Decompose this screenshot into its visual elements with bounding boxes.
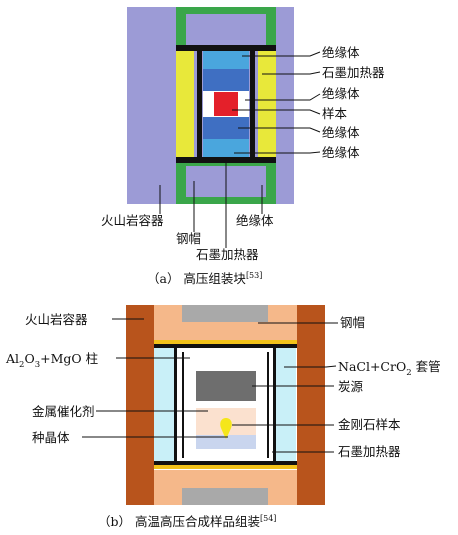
- panel-b: 火山岩容器 钢帽 Al2O3+MgO 柱 NaCl+CrO2 套管 炭源 金属催…: [5, 305, 441, 529]
- label-graphite-heater-2-a: 石墨加热器: [196, 247, 259, 262]
- steel-cap-top-gray-b: [182, 305, 268, 322]
- frame-right-outer-b: [273, 344, 276, 465]
- label-insulator-4-a: 绝缘体: [322, 145, 360, 160]
- heater-strip-bottom-b: [154, 465, 297, 469]
- frame-left-outer-b: [174, 344, 177, 465]
- label-diamond-b: 金刚石样本: [338, 417, 401, 432]
- seed-crystal-b: [196, 435, 256, 449]
- label-sleeve-b: NaCl+CrO2 套管: [338, 359, 441, 378]
- carbon-source-b: [196, 371, 256, 401]
- label-graphite-heater-b: 石墨加热器: [338, 444, 401, 459]
- label-carbon-source-b: 炭源: [338, 379, 364, 394]
- frame-right-a: [250, 45, 255, 163]
- label-insulator-2-a: 绝缘体: [322, 86, 360, 101]
- leader-insulator-3-a: [238, 127, 321, 133]
- pyrophyllite-left-b: [126, 305, 154, 505]
- label-seed-b: 种晶体: [32, 430, 70, 445]
- frame-left-a: [197, 45, 202, 163]
- steel-cap-top-orange-b: [182, 322, 268, 340]
- frame-right-inner-b: [267, 352, 269, 458]
- steel-cap-bottom-gray-b: [182, 488, 268, 505]
- leader-graphite-heater-1-a: [262, 71, 321, 75]
- pyrophyllite-right-b: [297, 305, 325, 505]
- insulator-block-4-a: [203, 139, 249, 158]
- sleeve-left-b: [154, 346, 174, 464]
- label-sample-a: 样本: [322, 106, 348, 121]
- diamond-sample-b: [220, 418, 232, 439]
- insulator-block-1-a: [203, 50, 249, 69]
- caption-b: （b） 高温高压合成样品组装[54]: [98, 514, 276, 529]
- yellow-column-left-a: [176, 51, 194, 161]
- label-insulator-1-a: 绝缘体: [322, 45, 360, 60]
- label-pyrophyllite-b: 火山岩容器: [25, 312, 88, 327]
- frame-top-a: [176, 45, 276, 51]
- label-steel-cap-a: 钢帽: [176, 231, 201, 246]
- sleeve-right-b: [276, 346, 296, 464]
- label-insulator-bottom-a: 绝缘体: [236, 213, 274, 228]
- graphite-heater-block-a: [203, 69, 249, 91]
- frame-bottom-b: [154, 461, 297, 465]
- yellow-column-right-a: [258, 51, 276, 161]
- label-graphite-heater-1-a: 石墨加热器: [322, 65, 385, 80]
- label-pyrophyllite-a: 火山岩容器: [101, 213, 164, 228]
- sample-red-a: [214, 92, 238, 116]
- label-pillar-b: Al2O3+MgO 柱: [5, 351, 98, 370]
- leader-insulator-4-a: [234, 151, 321, 154]
- leader-sleeve-b: [284, 365, 337, 368]
- leader-sample-a: [232, 109, 321, 115]
- insulator-block-3-a: [203, 117, 249, 139]
- frame-top-b: [154, 344, 297, 348]
- label-insulator-3-a: 绝缘体: [322, 125, 360, 140]
- leader-insulator-2-a: [245, 93, 321, 101]
- label-catalyst-b: 金属催化剂: [32, 404, 95, 419]
- steel-cap-top-inner-a: [186, 14, 266, 45]
- panel-a: 绝缘体 石墨加热器 绝缘体 样本 绝缘体 绝缘体 火山岩容器 钢帽 石墨加热器 …: [101, 7, 385, 286]
- caption-a: （a） 高压组装块[53]: [147, 271, 262, 286]
- heater-strip-top-b: [154, 340, 297, 344]
- frame-left-inner-b: [182, 352, 184, 458]
- label-steel-cap-b: 钢帽: [340, 315, 365, 330]
- leader-insulator-1-a: [242, 51, 321, 57]
